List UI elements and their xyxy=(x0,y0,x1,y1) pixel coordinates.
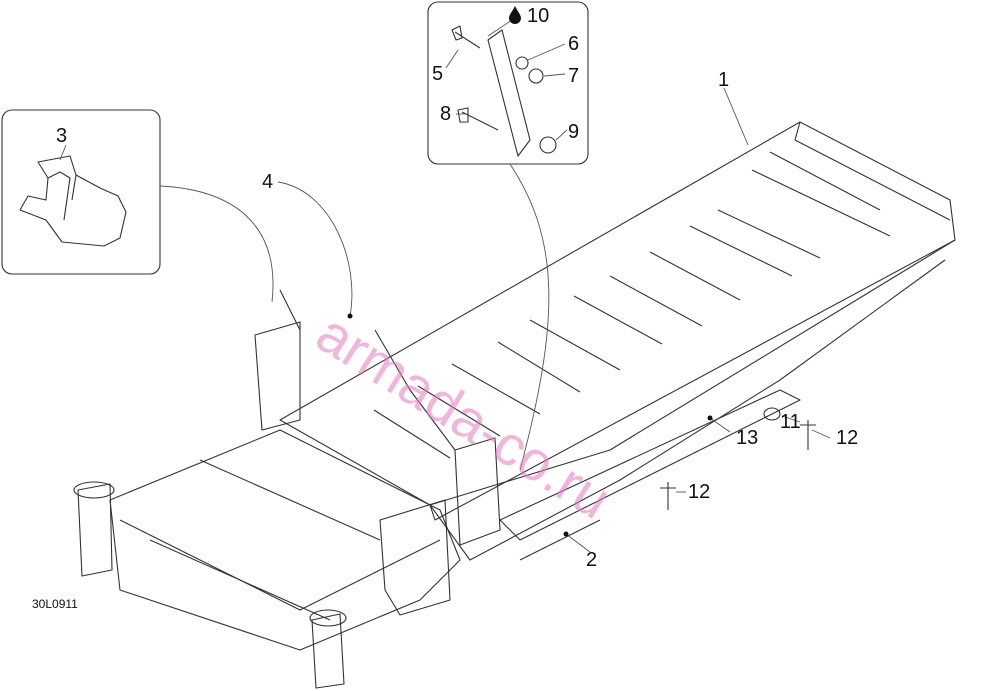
leader-11 xyxy=(781,415,801,423)
strap-part-10 xyxy=(487,29,531,157)
front-frame xyxy=(109,429,461,651)
rivet-part-12-right xyxy=(800,420,816,450)
callout-13: 13 xyxy=(736,427,759,449)
leader-13 xyxy=(709,417,731,433)
callout-4: 4 xyxy=(262,171,274,193)
nut-part-7 xyxy=(528,68,544,84)
post-right xyxy=(311,613,345,689)
running-board-part-2 xyxy=(499,389,801,541)
oil-drop-icon xyxy=(508,5,522,30)
callout-2: 2 xyxy=(586,549,598,571)
leader-1 xyxy=(723,87,749,146)
leader-7 xyxy=(543,73,566,77)
inset-box-part-3 xyxy=(1,109,161,275)
callout-12-right: 12 xyxy=(836,427,859,449)
washer-part-6 xyxy=(515,56,529,70)
leader-2 xyxy=(565,533,591,553)
leader-4 xyxy=(277,181,353,317)
callout-6: 6 xyxy=(568,33,580,55)
leader-inset-3 xyxy=(159,185,274,303)
bracket-part-3 xyxy=(19,155,127,247)
tunnel-slots xyxy=(373,151,891,459)
leader-5 xyxy=(445,49,459,69)
leader-12a xyxy=(811,429,831,439)
callout-1: 1 xyxy=(718,69,730,91)
callout-8: 8 xyxy=(440,103,452,125)
leader-9 xyxy=(555,129,568,141)
rivet-part-12-center xyxy=(660,482,676,510)
leader-3 xyxy=(59,144,67,161)
leader-6 xyxy=(527,43,566,61)
bolt-part-5 xyxy=(451,25,481,49)
gusset-right xyxy=(379,499,451,616)
bolt-part-8 xyxy=(457,107,499,131)
rear-arm xyxy=(374,329,456,451)
side-plate-right xyxy=(454,437,501,546)
callout-12-center: 12 xyxy=(688,481,711,503)
callout-7: 7 xyxy=(568,65,580,87)
side-plate-left xyxy=(254,321,301,431)
callout-3: 3 xyxy=(56,125,68,147)
front-upright xyxy=(279,289,301,331)
post-left xyxy=(77,483,113,577)
inset-box-hardware xyxy=(427,1,589,165)
leader-inset-hw xyxy=(509,163,550,471)
callout-5: 5 xyxy=(432,63,444,85)
diagram-code: 30L0911 xyxy=(32,597,78,611)
nut-part-9 xyxy=(539,136,557,154)
callout-11: 11 xyxy=(780,411,801,433)
callout-9: 9 xyxy=(568,121,580,143)
plug-part-11 xyxy=(763,407,781,421)
callout-10: 10 xyxy=(527,5,550,27)
